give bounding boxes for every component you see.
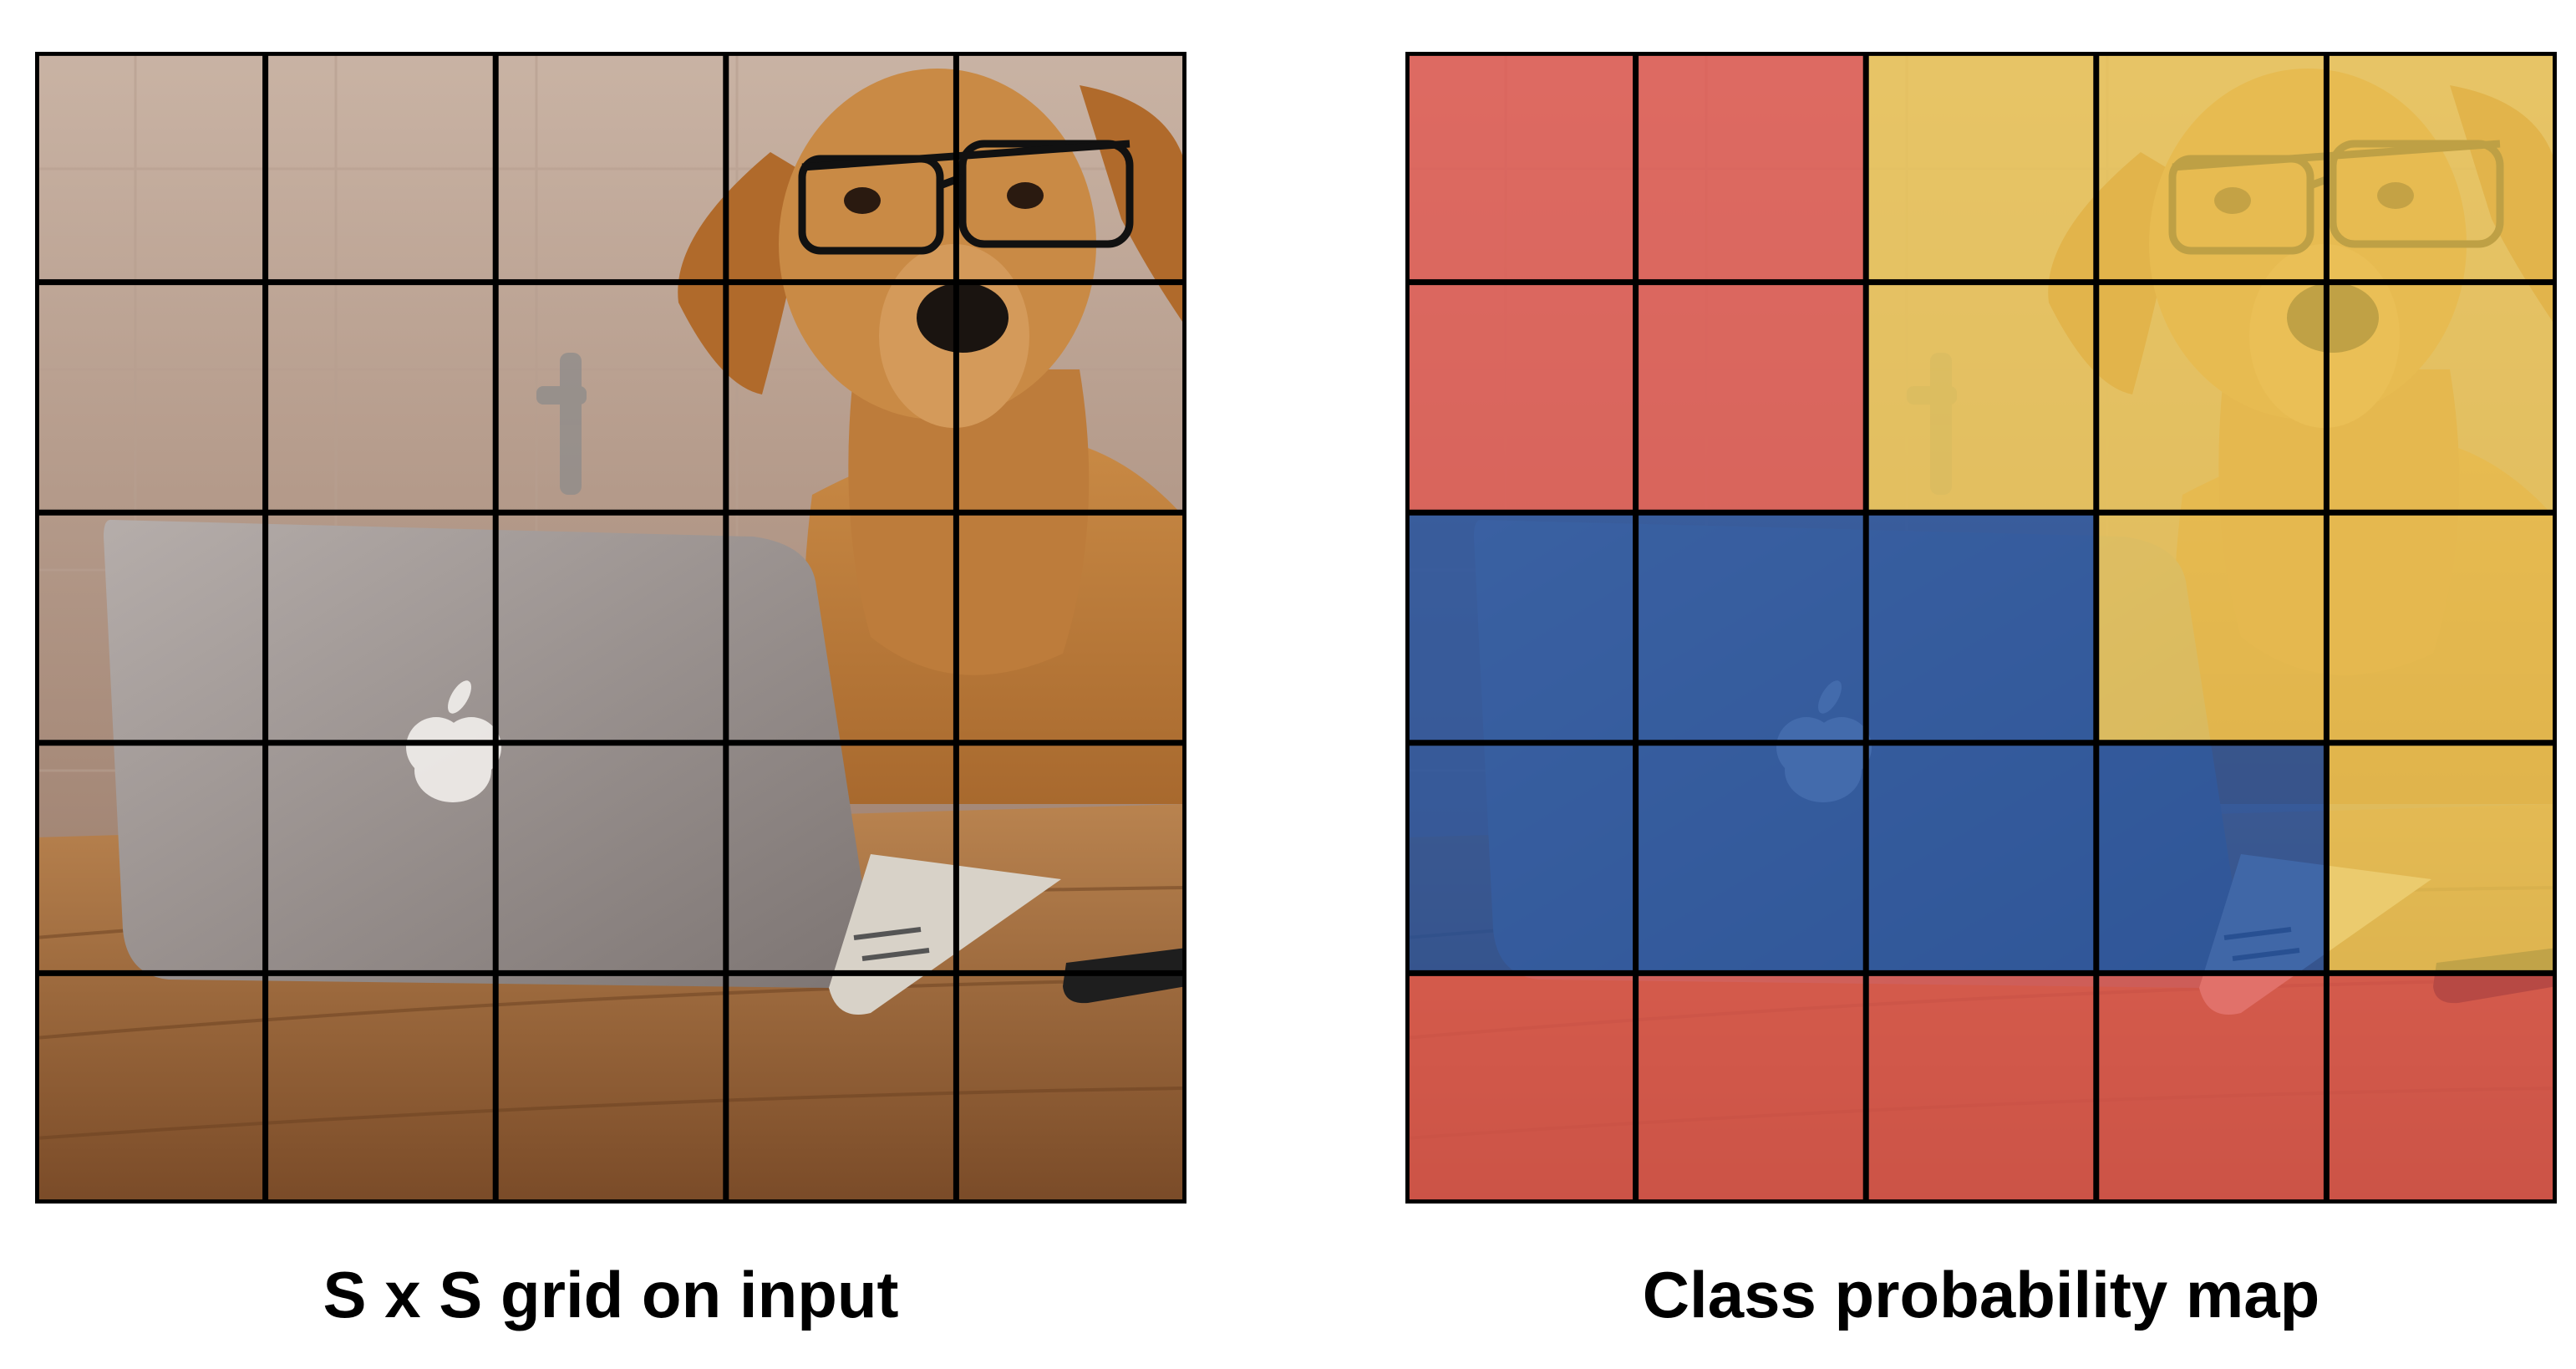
class-cell-red [1635,282,1867,513]
class-cell-yellow [2096,282,2327,513]
class-cell-blue [1405,742,1636,974]
input-image [35,52,1186,1204]
class-cell-blue [1635,742,1867,974]
class-cell-red [1405,282,1636,513]
class-cell-red [2096,973,2327,1204]
class-probability-map [1405,52,2557,1204]
class-cell-blue [1635,512,1867,743]
class-cell-red [1405,52,1636,282]
input-grid-caption: S x S grid on input [323,1258,899,1331]
grid-lines [1405,52,2557,1204]
grid-lines [35,52,1186,1204]
input-image-panel [35,52,1186,1204]
class-cell-yellow [2326,742,2557,974]
class-cell-red [1635,973,1867,1204]
class-cell-yellow [2096,52,2327,282]
class-cell-red [1405,973,1636,1204]
class-cell-blue [1405,512,1636,743]
class-cell-blue [1866,512,2096,743]
class-cell-blue [1866,742,2096,974]
class-probability-panel [1405,52,2557,1204]
class-cell-yellow [2096,512,2327,743]
class-cell-yellow [2326,52,2557,282]
class-cell-red [2326,973,2557,1204]
class-cell-yellow [1866,52,2096,282]
class-cell-yellow [2326,282,2557,513]
class-cell-red [1866,973,2096,1204]
class-cell-yellow [2326,512,2557,743]
class-cell-yellow [1866,282,2096,513]
class-cell-blue [2096,742,2327,974]
class-overlay [1405,52,2557,1204]
class-map-caption: Class probability map [1642,1258,2320,1331]
class-cell-red [1635,52,1867,282]
